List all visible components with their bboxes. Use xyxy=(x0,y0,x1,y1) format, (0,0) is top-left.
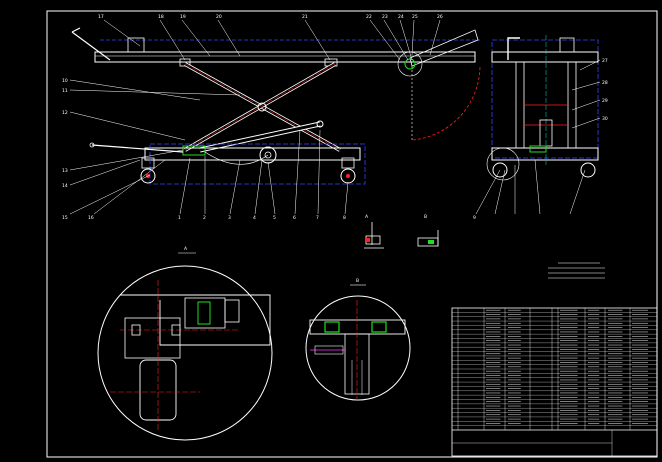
caster-left-wheel xyxy=(140,168,156,184)
pump-wheel-hub xyxy=(264,151,272,159)
caster-right-hub xyxy=(346,174,350,178)
detail-1-boundary xyxy=(97,265,273,441)
side-column-left xyxy=(515,61,525,149)
ramp-flap xyxy=(409,29,479,67)
side-caster-right xyxy=(580,162,596,178)
side-top-clamp xyxy=(559,37,575,53)
pedal-lever xyxy=(91,144,184,153)
bottom-callouts: 1 2 3 4 5 6 7 8 9 xyxy=(178,215,476,221)
hydraulic-cylinder-inner xyxy=(199,122,321,152)
callout-bottom-8: 8 xyxy=(343,215,346,221)
cylinder-end xyxy=(316,120,324,128)
callout-left-5: 14 xyxy=(62,183,68,189)
caster-left-bracket xyxy=(141,157,155,169)
pedal-knob xyxy=(89,142,95,148)
side-column-right xyxy=(567,61,577,149)
callout-top-10: 26 xyxy=(437,14,443,20)
callout-side-2: 28 xyxy=(602,80,608,86)
callout-side-1: 27 xyxy=(602,58,608,64)
top-bracket-left xyxy=(127,37,145,53)
flap-hinge xyxy=(404,58,416,70)
callout-bottom-3: 3 xyxy=(228,215,231,221)
callout-bottom-5: 5 xyxy=(273,215,276,221)
callout-top-5: 21 xyxy=(302,14,308,20)
side-callouts: 27 28 29 30 xyxy=(602,58,608,122)
callout-top-7: 23 xyxy=(382,14,388,20)
callout-top-1: 17 xyxy=(98,14,104,20)
side-frame-blue xyxy=(491,39,599,159)
side-top-platform xyxy=(491,51,599,63)
callout-left-1: 10 xyxy=(62,78,68,84)
callout-bottom-9: 9 xyxy=(473,215,476,221)
detail-1-mount xyxy=(124,317,181,359)
detail-view-2: B xyxy=(305,278,411,401)
bom-rows xyxy=(452,309,657,426)
base-frame-blue xyxy=(149,143,366,185)
detail-view-1: A xyxy=(97,246,273,441)
callout-top-8: 24 xyxy=(398,14,404,20)
push-handle-grip xyxy=(71,27,81,33)
section-a-title: A xyxy=(365,214,369,220)
detail-2-boundary xyxy=(305,295,411,401)
section-b-title: B xyxy=(424,214,427,220)
callout-top-4: 20 xyxy=(216,14,222,20)
flap-swing-arc xyxy=(412,64,481,141)
callout-side-4: 30 xyxy=(602,116,608,122)
callout-bottom-7: 7 xyxy=(316,215,319,221)
callout-left-7: 16 xyxy=(88,215,94,221)
detail-1-label: A xyxy=(184,246,188,252)
side-detail-marker xyxy=(486,147,520,181)
drawing-border xyxy=(46,10,658,458)
side-caster-left xyxy=(492,162,508,178)
detail-1-spring xyxy=(197,301,211,325)
side-view xyxy=(486,35,599,181)
left-callouts: 10 11 12 13 14 15 16 xyxy=(62,78,94,221)
technical-notes xyxy=(548,262,605,279)
callout-bottom-4: 4 xyxy=(253,215,256,221)
side-base xyxy=(491,147,599,161)
scissor-center-red-a xyxy=(184,63,341,151)
detail-2-label: B xyxy=(356,278,359,284)
section-views: A B xyxy=(364,214,439,249)
detail-2-top-bar xyxy=(309,319,406,335)
top-platform xyxy=(94,51,476,63)
callout-left-6: 15 xyxy=(62,215,68,221)
callout-top-3: 19 xyxy=(180,14,186,20)
scissor-pivot xyxy=(257,102,267,112)
leader-lines xyxy=(69,19,601,215)
front-view xyxy=(71,27,481,185)
detail-2-green-right xyxy=(371,321,387,333)
base-frame xyxy=(144,147,361,161)
detail-marker-i xyxy=(397,51,423,77)
side-green-part xyxy=(529,145,547,153)
top-callouts: 17 18 19 20 21 22 23 24 25 26 xyxy=(98,14,443,20)
detail-2-green-left xyxy=(324,321,340,333)
caster-right-bracket xyxy=(341,157,355,169)
callout-bottom-6: 6 xyxy=(293,215,296,221)
callout-left-4: 13 xyxy=(62,168,68,174)
side-handle xyxy=(507,37,520,60)
callout-top-2: 18 xyxy=(158,14,164,20)
callout-bottom-2: 2 xyxy=(203,215,206,221)
callout-left-2: 11 xyxy=(62,88,68,94)
callout-top-6: 22 xyxy=(366,14,372,20)
callout-bottom-1: 1 xyxy=(178,215,181,221)
callout-top-9: 25 xyxy=(412,14,418,20)
callout-side-3: 29 xyxy=(602,98,608,104)
detail-1-frame xyxy=(120,294,271,346)
scissor-center-red-b xyxy=(184,63,336,151)
pump-link xyxy=(204,151,269,165)
callout-left-3: 12 xyxy=(62,110,68,116)
pump-unit xyxy=(182,145,206,156)
push-handle xyxy=(71,31,111,61)
